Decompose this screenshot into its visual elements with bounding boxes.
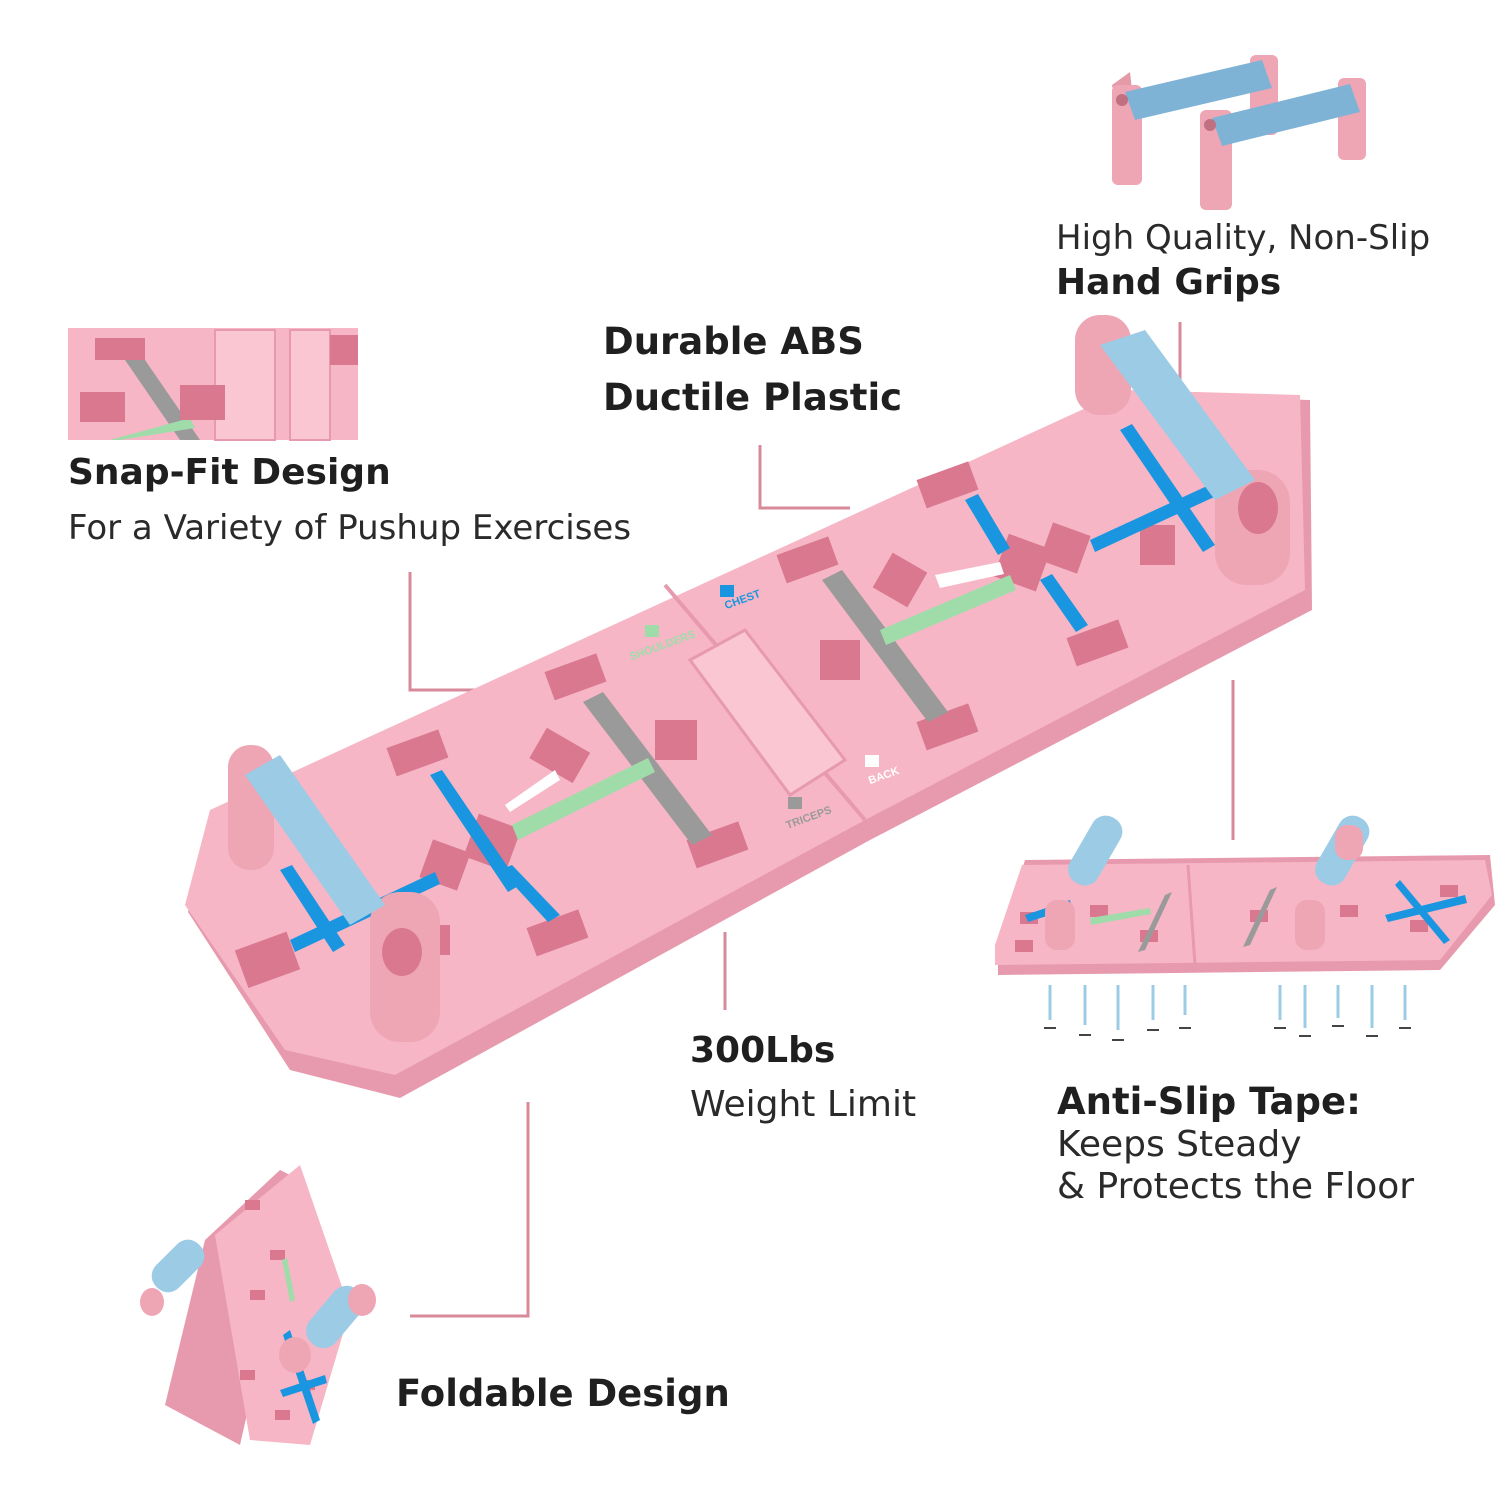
antislip-feature-title: Anti-Slip Tape: [1057, 1080, 1361, 1123]
antislip-feature-line2: & Protects the Floor [1057, 1166, 1415, 1207]
foldable-feature-title: Foldable Design [396, 1372, 730, 1415]
leader-line-foldable [410, 1102, 530, 1318]
anti-slip-tape-marks [1044, 985, 1411, 1041]
exercise-guides [280, 424, 1225, 952]
leader-line-abs [758, 445, 850, 510]
weight-feature-title: 300Lbs [690, 1030, 836, 1071]
board-marker-squares [645, 585, 879, 809]
folded-board-image [140, 1165, 376, 1445]
snapfit-feature-subtitle: For a Variety of Pushup Exercises [68, 508, 632, 548]
snapfit-feature-title: Snap-Fit Design [68, 452, 391, 493]
spare-hand-grips [1112, 55, 1366, 210]
board-holes [234, 461, 1175, 989]
grips-feature-line1: High Quality, Non-Slip [1056, 218, 1431, 258]
weight-feature-subtitle: Weight Limit [690, 1084, 917, 1125]
anti-slip-board-image [995, 815, 1495, 1041]
right-hand-grip [1075, 315, 1290, 585]
leader-lines [408, 322, 1235, 1318]
left-hand-grip [228, 745, 440, 1042]
abs-feature-line2: Ductile Plastic [603, 376, 903, 419]
antislip-feature-line1: Keeps Steady [1057, 1124, 1302, 1165]
abs-feature-line1: Durable ABS [603, 320, 864, 363]
snapfit-inset-image [68, 328, 358, 441]
grips-feature-line2: Hand Grips [1056, 262, 1282, 303]
main-pushup-board [185, 315, 1312, 1098]
